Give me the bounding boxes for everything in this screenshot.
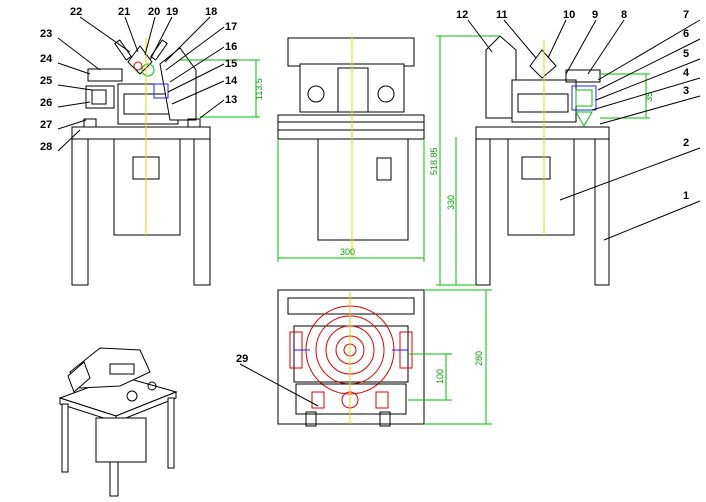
callout-2: 2 <box>683 137 689 149</box>
callout-1: 1 <box>683 190 689 202</box>
callout-14: 14 <box>225 75 238 87</box>
callout-8: 8 <box>621 9 627 21</box>
callout-6: 6 <box>683 28 689 40</box>
middle-view: 300 <box>277 36 425 262</box>
left-callouts: 22 21 20 19 18 17 16 15 14 13 23 24 25 2… <box>40 6 238 153</box>
callout-7: 7 <box>683 9 689 21</box>
callout-22: 22 <box>70 6 82 18</box>
callout-26: 26 <box>40 97 52 109</box>
callout-18: 18 <box>205 6 217 18</box>
dim-width: 300 <box>340 247 355 257</box>
dim-lower-height: 330 <box>446 195 456 210</box>
callout-27: 27 <box>40 119 52 131</box>
callout-12: 12 <box>456 9 468 21</box>
dim-overall-height: 518.85 <box>429 147 439 175</box>
callout-11: 11 <box>496 9 508 21</box>
dim-plan-depth: 280 <box>474 351 484 366</box>
callout-15: 15 <box>225 58 237 70</box>
callout-23: 23 <box>40 28 52 40</box>
callout-17: 17 <box>225 21 237 33</box>
callout-9: 9 <box>592 9 598 21</box>
dim-left-height: 113.5 <box>254 78 264 100</box>
callout-19: 19 <box>166 6 178 18</box>
callout-10: 10 <box>563 9 575 21</box>
callout-4: 4 <box>683 67 690 79</box>
callout-25: 25 <box>40 75 52 87</box>
right-callouts: 12 11 10 9 8 7 6 5 4 3 2 1 <box>456 9 701 241</box>
plan-view: 280 100 29 <box>236 289 492 427</box>
callout-13: 13 <box>225 94 237 106</box>
callout-21: 21 <box>118 6 130 18</box>
dim-plan-inner: 100 <box>435 369 445 384</box>
callout-5: 5 <box>683 48 689 60</box>
callout-28: 28 <box>40 141 52 153</box>
callout-24: 24 <box>40 53 53 65</box>
callout-20: 20 <box>148 6 160 18</box>
isometric-view <box>58 347 178 497</box>
dim-right-small: 35 <box>644 92 654 102</box>
callout-3: 3 <box>683 85 689 97</box>
callout-16: 16 <box>225 41 237 53</box>
right-view: 518.85 330 35 <box>429 35 654 286</box>
callout-29: 29 <box>236 353 248 365</box>
left-view: 113.5 <box>71 38 264 286</box>
